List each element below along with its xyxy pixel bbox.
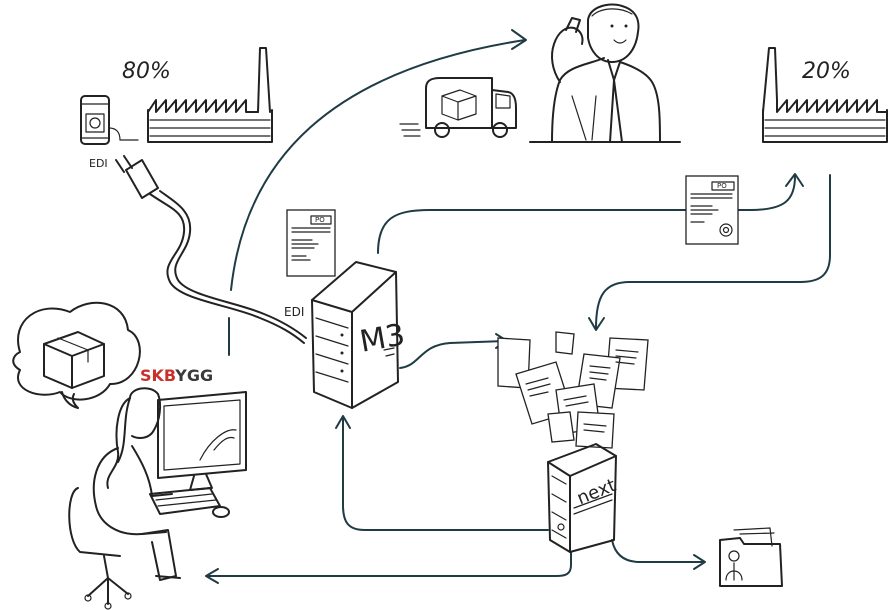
brand-dark-part: YGG <box>174 366 213 385</box>
edi-server-label: EDI <box>284 305 304 319</box>
arrow-next-to-m3 <box>343 418 548 530</box>
brand-logo: SKBYGG <box>140 366 213 385</box>
thought-bubble-icon <box>13 303 140 408</box>
power-socket-icon <box>81 96 138 144</box>
brand-red-part: SKB <box>140 366 176 385</box>
employee-folder-icon <box>720 528 782 586</box>
delivery-van-icon <box>400 78 516 137</box>
arrow-m3-to-docs <box>400 341 505 368</box>
next-server-label: next <box>574 475 619 509</box>
purchase-order-left-icon <box>287 210 335 276</box>
thinking-businessman-icon <box>530 5 680 142</box>
arrow-next-to-woman <box>208 552 571 576</box>
edi-socket-label: EDI <box>89 157 108 170</box>
percent-right: 20% <box>802 59 851 84</box>
arrow-next-to-folder <box>612 540 702 562</box>
po-right-label: PO <box>717 182 727 190</box>
plug-cable-icon <box>116 156 306 343</box>
percent-left: 80% <box>122 59 171 84</box>
po-left-label: PO <box>315 216 325 224</box>
package-icon <box>44 332 104 388</box>
loose-documents-icon <box>498 332 648 448</box>
purchase-order-right-icon <box>686 176 738 244</box>
arrowhead-businessman <box>512 30 526 49</box>
m3-server-label: M3 <box>357 318 407 360</box>
